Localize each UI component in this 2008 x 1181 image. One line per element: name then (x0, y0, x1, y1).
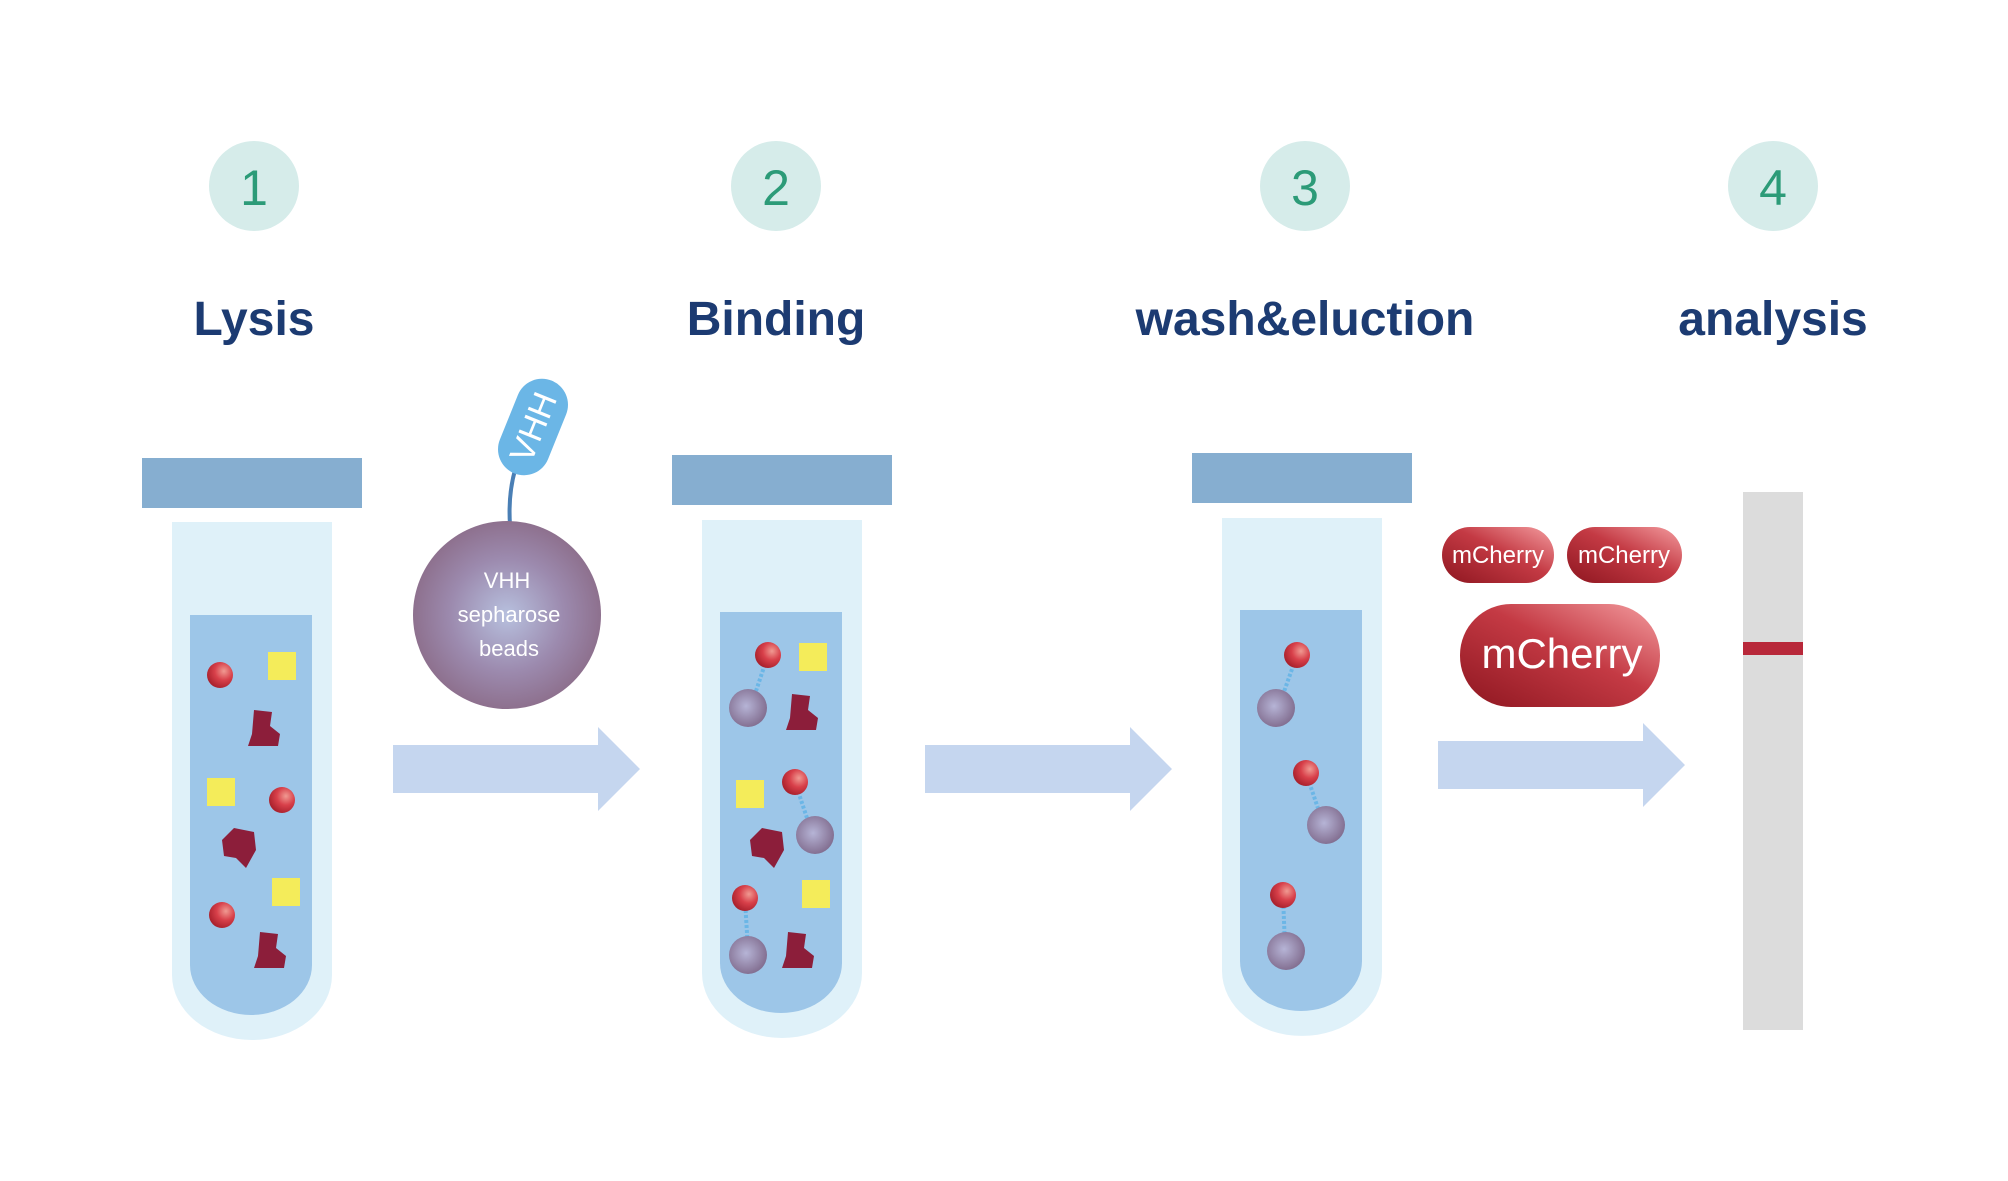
vhh-bead-illustration: VHH VHH sepharose beads (413, 378, 601, 709)
tube-binding (672, 455, 892, 1038)
step-1-header: 1 Lysis (194, 141, 315, 346)
step-4-header: 4 analysis (1678, 141, 1868, 346)
mcherry-label: mCherry (1578, 542, 1670, 569)
step-3-number: 3 (1291, 160, 1319, 216)
target-protein (209, 902, 235, 928)
impurity (736, 780, 764, 808)
vhh-tag (498, 378, 568, 476)
step-1-title: Lysis (194, 293, 315, 346)
step-4-title: analysis (1678, 293, 1867, 346)
impurity (802, 880, 830, 908)
bead (1307, 806, 1345, 844)
target-protein (732, 885, 758, 911)
step-2-number: 2 (762, 160, 790, 216)
step-2-header: 2 Binding (687, 141, 866, 346)
strip-band (1743, 642, 1803, 655)
bead-label-line3: beads (479, 636, 539, 661)
bead (1267, 932, 1305, 970)
target-protein (1293, 760, 1319, 786)
step-3-number-circle (1260, 141, 1350, 231)
tube-cap (1192, 453, 1412, 503)
impurity (799, 643, 827, 671)
arrow-3 (1438, 723, 1685, 807)
sepharose-bead (413, 521, 601, 709)
impurity (207, 778, 235, 806)
mcherry-pill-small (1567, 527, 1682, 583)
tube-lysis (142, 458, 362, 1040)
step-3-title: wash&eluction (1135, 293, 1475, 346)
mcherry-proteins: mCherry mCherry mCherry (1442, 527, 1682, 707)
tube-wash-elution (1192, 453, 1412, 1036)
step-1-number-circle (209, 141, 299, 231)
impurity (268, 652, 296, 680)
target-protein (1270, 882, 1296, 908)
strip-body (1743, 492, 1803, 1030)
step-4-number: 4 (1759, 160, 1787, 216)
mcherry-label: mCherry (1481, 630, 1642, 677)
bead (729, 689, 767, 727)
bead (1257, 689, 1295, 727)
step-4-number-circle (1728, 141, 1818, 231)
linker-line (507, 469, 517, 526)
target-protein (207, 662, 233, 688)
linker (793, 781, 814, 834)
test-strip (1743, 492, 1803, 1030)
step-1-number: 1 (240, 160, 268, 216)
step-2-title: Binding (687, 293, 866, 346)
target-protein (269, 787, 295, 813)
arrow-1 (393, 727, 640, 811)
target-protein (1284, 642, 1310, 668)
step-3-header: 3 wash&eluction (1135, 141, 1475, 346)
arrow-2 (925, 727, 1172, 811)
bead (796, 816, 834, 854)
target-protein (782, 769, 808, 795)
impurity (272, 878, 300, 906)
bead-label-line1: VHH (484, 568, 530, 593)
mcherry-label: mCherry (1452, 542, 1544, 569)
bead (729, 936, 767, 974)
mcherry-pill-small (1442, 527, 1554, 583)
bead-label-line2: sepharose (458, 602, 561, 627)
target-protein (755, 642, 781, 668)
tube-cap (142, 458, 362, 508)
mcherry-pill-large (1460, 604, 1660, 707)
step-2-number-circle (731, 141, 821, 231)
tube-cap (672, 455, 892, 505)
